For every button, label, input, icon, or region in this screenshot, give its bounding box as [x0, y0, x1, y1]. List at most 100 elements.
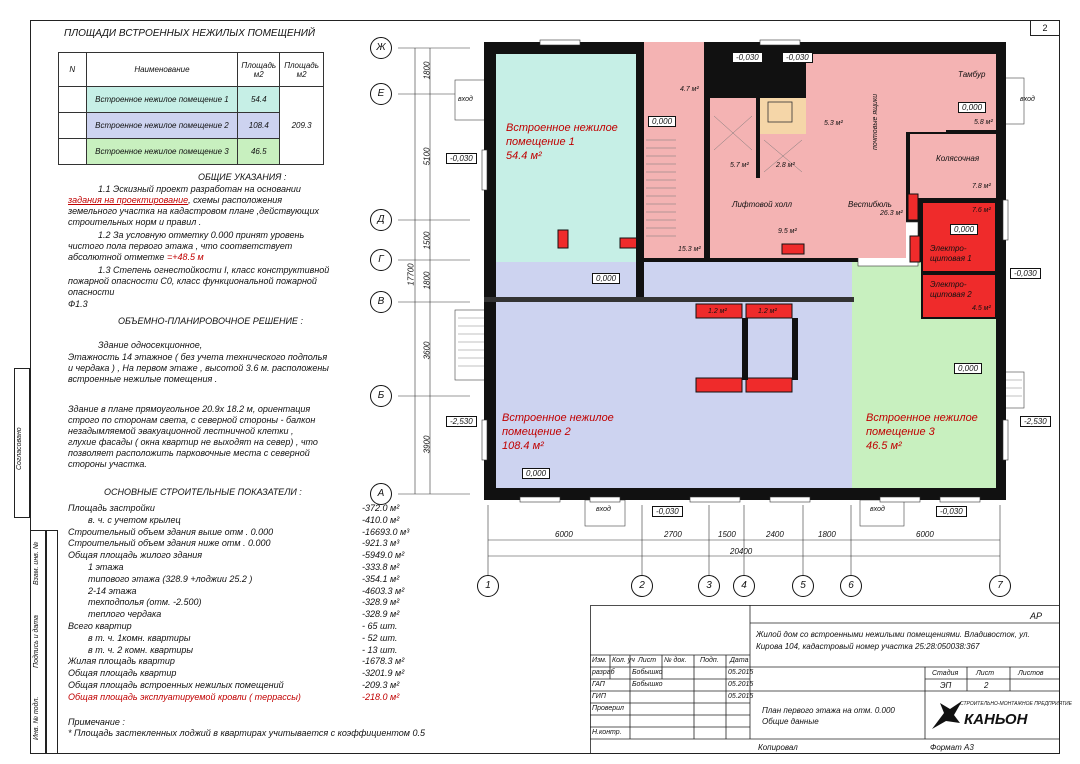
- table-header: N: [58, 52, 87, 87]
- general-title: ОБЩИЕ УКАЗАНИЯ :: [198, 172, 287, 182]
- indicator-label: Общая площадь квартир: [68, 668, 177, 679]
- inv-orig-label: Инв. № подл.: [33, 696, 40, 740]
- dim-left: 3600: [422, 341, 432, 360]
- dim-bottom: 1500: [718, 530, 736, 539]
- area-label: 2.8 м²: [776, 162, 795, 169]
- stamp-sheet: 2: [984, 681, 989, 690]
- indicator-value: - 65 шт.: [362, 621, 398, 631]
- zero-mark: 0,000: [592, 273, 621, 284]
- table-row: Встроенное нежилое помещение 2 108.4: [58, 112, 324, 139]
- general-line: абсолютной отметке =+48.5 м: [68, 252, 204, 262]
- axis-bubble-number: 6: [840, 575, 862, 597]
- area-label: 5.7 м²: [730, 162, 749, 169]
- elevation-mark: -0,030: [936, 506, 967, 517]
- area-label: 4.7 м²: [680, 86, 699, 93]
- indicator-label: типового этажа (328.9 +лоджии 25.2 ): [88, 573, 253, 584]
- indicator-value: -921.3 м³: [362, 538, 400, 549]
- elevation-mark: -0,030: [732, 52, 763, 63]
- indicator-label: Всего квартир: [68, 621, 132, 631]
- indicator-label: в. ч. с учетом крылец: [88, 514, 181, 525]
- company-tag: СТРОИТЕЛЬНО-МОНТАЖНОЕ ПРЕДПРИЯТИЕ: [960, 701, 1072, 707]
- general-line: 1.3 Степень огнестойкости I, класс конст…: [98, 265, 330, 275]
- indicator-label: Жилая площадь квартир: [68, 656, 175, 667]
- inv-strip: [30, 530, 46, 754]
- room-3-name: Встроенное нежилое помещение 3: [866, 412, 978, 438]
- indicator-label: в т. ч. 2 комн. квартиры: [88, 644, 194, 655]
- stamp-title: Жилой дом со встроенными нежилыми помеще…: [756, 630, 1030, 651]
- indicator-label: 1 этажа: [88, 562, 124, 572]
- indicator-label: Строительный объем здания выше отм . 0.0…: [68, 526, 274, 537]
- room-1-area: 54.4 м²: [506, 150, 542, 162]
- indicator-value: -328.9 м²: [362, 609, 400, 620]
- indicator-value: -328.9 м²: [362, 597, 400, 608]
- axis-bubble-number: 3: [698, 575, 720, 597]
- general-line: опасности: [68, 287, 115, 297]
- elevation-mark: -2,530: [446, 416, 477, 427]
- room-1-name: Встроенное нежилое помещение 1: [506, 122, 618, 148]
- entrance-label: вход: [1020, 96, 1035, 103]
- inv-replace-label: Взам. инв. №: [33, 541, 40, 585]
- indicator-label: Общая площадь эксплуатируемой кровли ( т…: [68, 691, 301, 702]
- indicator-value: -410.0 м²: [362, 514, 400, 525]
- row-area: 46.5: [237, 138, 281, 165]
- indicator-value: - 13 шт.: [362, 644, 398, 655]
- row-area: 108.4: [237, 112, 281, 139]
- axis-bubble-number: 7: [989, 575, 1011, 597]
- general-line: пожарной опасности С0, класс функциональ…: [68, 276, 317, 286]
- elevation-mark: -0,030: [652, 506, 683, 517]
- indicator-value: -354.1 м²: [362, 573, 400, 584]
- dim-left: 5100: [422, 147, 432, 166]
- dim-left: 1800: [422, 271, 432, 290]
- axis-bubble-letter: В: [370, 291, 392, 313]
- indicator-label: Строительный объем здания ниже отм . 0.0…: [68, 538, 271, 549]
- format-label: Формат А3: [930, 743, 974, 752]
- note-title: Примечание :: [68, 717, 125, 727]
- indicator-value: -3201.9 м²: [362, 668, 405, 679]
- axis-bubble-number: 2: [631, 575, 653, 597]
- planning-line: глухие фасады ( окна квартир не выходят …: [68, 437, 318, 447]
- planning-line: незадымляемой эвакуационной лестничной к…: [68, 426, 294, 436]
- table-row: Встроенное нежилое помещение 3 46.5: [58, 138, 324, 165]
- dim-bottom: 6000: [555, 530, 573, 539]
- general-abs-text: абсолютной отметке: [68, 252, 165, 262]
- planning-line: Здание односекционное,: [98, 340, 203, 350]
- stamp-col-header: Лист: [638, 657, 657, 664]
- stroller-label: Колясочная: [936, 154, 980, 163]
- stamp-sheet-header: Лист: [976, 670, 995, 677]
- dim-bottom: 2400: [766, 530, 784, 539]
- dim-left: 1500: [422, 231, 432, 250]
- general-line: земельного участка на кадастровом плане …: [68, 206, 319, 216]
- zero-mark: 0,000: [954, 363, 983, 374]
- indicator-value: -209.3 м²: [362, 680, 400, 690]
- dim-overall-bottom: 20400: [730, 547, 753, 556]
- zero-mark: 0,000: [522, 468, 551, 479]
- indicator-value: -1678.3 м²: [362, 656, 405, 667]
- entrance-label: вход: [596, 506, 611, 513]
- indicator-value: - 52 шт.: [362, 632, 398, 643]
- elevation-mark: -0,030: [1010, 268, 1041, 279]
- general-line: строительных норм и правил .: [68, 217, 202, 227]
- stamp-stage-header: Стадия: [932, 670, 959, 677]
- tambur-label: Тамбур: [958, 70, 986, 79]
- room-2-name: Встроенное нежилое помещение 2: [502, 412, 614, 438]
- stamp-col-header: Изм.: [592, 657, 607, 664]
- general-line: задания на проектирование, схемы располо…: [68, 195, 283, 205]
- general-line: Ф1.3: [68, 299, 88, 309]
- table-header: Площадь м2: [237, 52, 281, 87]
- indicator-value: -4603.3 м²: [362, 585, 405, 596]
- row-swatch: Встроенное нежилое помещение 1: [85, 86, 239, 113]
- dim-overall-left: 17700: [406, 263, 416, 286]
- indicator-value: -5949.0 м²: [362, 550, 405, 561]
- area-label: 9.5 м²: [778, 228, 797, 235]
- elevation-mark: -0,030: [782, 52, 813, 63]
- room-1-label: Встроенное нежилое помещение 1 54.4 м²: [506, 121, 626, 163]
- axis-bubble-letter: Е: [370, 83, 392, 105]
- general-line: 1.2 За условную отметку 0.000 принят уро…: [98, 230, 305, 240]
- indicator-label: 2-14 этажа: [88, 585, 137, 596]
- stamp-role: Н.контр.: [592, 729, 622, 736]
- company-name: КАНЬОН: [964, 711, 1028, 728]
- table-row: Встроенное нежилое помещение 1 54.4 209.…: [58, 86, 324, 165]
- area-label: 4.5 м²: [972, 305, 991, 312]
- stamp-stage: ЭП: [940, 681, 952, 690]
